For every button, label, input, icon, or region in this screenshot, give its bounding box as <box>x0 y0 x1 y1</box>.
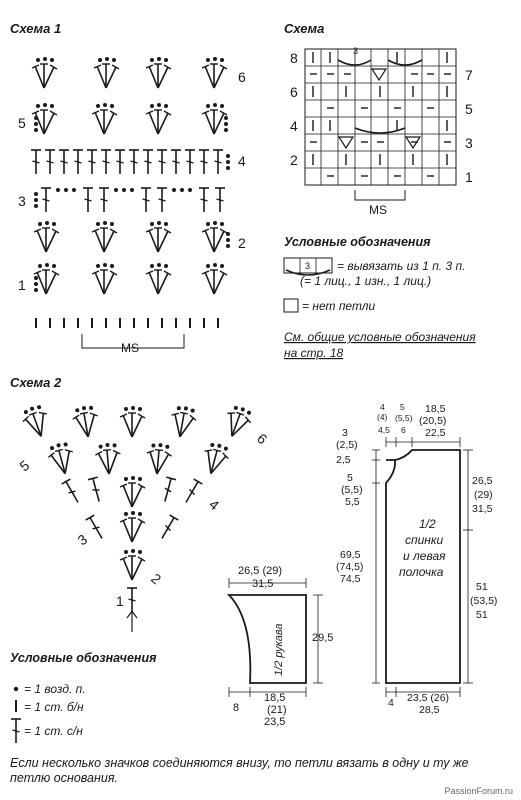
body-bottom-offset: 4 <box>388 697 394 709</box>
sleeve-bottom-width-mid: (21) <box>267 704 287 716</box>
body-dim: (74,5) <box>336 561 363 573</box>
scheme1-title: Схема 1 <box>10 21 61 36</box>
body-dim: 51 <box>476 581 488 593</box>
sleeve-bottom-width-large: 23,5 <box>264 716 285 728</box>
body-dim: (29) <box>474 489 493 501</box>
body-dim: (4) <box>377 412 388 422</box>
body-dim: 5 <box>347 472 353 484</box>
legend1-reference-page: на стр. 18 <box>284 346 343 360</box>
scheme1-row-label: 6 <box>238 69 246 85</box>
scheme2-row-label: 3 <box>75 531 91 549</box>
scheme1-row-label: 5 <box>18 115 26 131</box>
scheme1-chart <box>30 56 230 349</box>
sleeve-label: 1/2 рукава <box>273 623 285 676</box>
body-dim: 5,5 <box>345 496 360 508</box>
scheme1-row-label: 4 <box>238 153 246 169</box>
legend1-empty-cell <box>283 298 299 313</box>
scheme2-row-label: 4 <box>206 496 222 513</box>
grid-row-label: 7 <box>465 67 473 83</box>
body-dim: 4,5 <box>378 425 390 435</box>
body-pattern <box>372 437 473 697</box>
body-bottom-width: 23,5 (26) <box>407 692 449 704</box>
legend2-item1: = 1 возд. п. <box>24 682 86 696</box>
body-dim: 5 <box>400 402 405 412</box>
sleeve-pattern <box>226 578 323 697</box>
grid-row-label: 6 <box>290 84 298 100</box>
body-bottom-width-large: 28,5 <box>419 704 440 716</box>
scheme1-ms-label: MS <box>121 341 139 355</box>
footnote: Если несколько значков соединяются внизу… <box>10 756 469 785</box>
legend2-title: Условные обозначения <box>10 651 157 665</box>
scheme2-title: Схема 2 <box>10 375 62 390</box>
legend2-item3: = 1 ст. с/н <box>24 724 83 738</box>
body-dim: 31,5 <box>472 503 493 515</box>
body-label: 1/2 <box>419 517 436 531</box>
body-dim: 18,5 <box>425 403 446 415</box>
scheme1-row-label: 1 <box>18 277 26 293</box>
body-dim: 4 <box>380 402 385 412</box>
legend1-item1-text: = вывязать из 1 п. 3 п. <box>337 259 465 273</box>
scheme1-row-label: 3 <box>18 193 26 209</box>
legend1-symbol-3 <box>283 257 333 276</box>
grid-row-label: 8 <box>290 50 298 66</box>
double-crochet-icon <box>10 718 22 744</box>
body-dim: (53,5) <box>470 595 497 607</box>
grid-cell-number: 3 <box>353 46 358 56</box>
body-dim: 3 <box>342 427 348 439</box>
scheme2-chart <box>18 401 256 632</box>
legend1-title: Условные обозначения <box>284 235 431 249</box>
legend1-symbol-number: 3 <box>305 261 310 271</box>
scheme1-row-label: 2 <box>238 235 246 251</box>
legend1-reference: См. общие условные обозначения <box>284 330 476 344</box>
grid-row-label: 4 <box>290 118 298 134</box>
body-dim: 26,5 <box>472 475 493 487</box>
sleeve-cuff-offset: 8 <box>233 702 239 714</box>
body-dim: (2,5) <box>336 439 358 451</box>
scheme2-row-label: 5 <box>17 457 33 475</box>
grid-row-label: 3 <box>465 135 473 151</box>
body-label: и левая <box>403 549 446 563</box>
sleeve-height: 29,5 <box>312 632 333 644</box>
scheme2-row-label: 6 <box>254 430 270 447</box>
sleeve-top-width-large: 31,5 <box>252 578 273 590</box>
scheme-grid-title: Схема <box>284 21 324 36</box>
legend1-item1-subtext: (= 1 лиц., 1 изн., 1 лиц.) <box>300 274 431 288</box>
body-dim: 22,5 <box>425 427 446 439</box>
grid-row-label: 1 <box>465 169 473 185</box>
scheme-grid-ms-label: MS <box>369 203 387 217</box>
scheme2-row-label: 1 <box>116 593 124 609</box>
chain-stitch-icon <box>13 686 19 692</box>
body-label: полочка <box>399 565 444 579</box>
grid-row-label: 5 <box>465 101 473 117</box>
legend2-item2: = 1 ст. б/н <box>24 700 84 714</box>
body-dim: (20,5) <box>419 415 446 427</box>
scheme2-row-label: 2 <box>148 570 164 587</box>
grid-row-label: 2 <box>290 152 298 168</box>
body-dim: 51 <box>476 609 488 621</box>
sleeve-bottom-width: 18,5 <box>264 692 285 704</box>
watermark: PassionForum.ru <box>444 786 513 796</box>
body-dim: 2,5 <box>336 454 351 466</box>
knit-grid <box>304 48 457 201</box>
body-dim: 6 <box>401 425 406 435</box>
body-dim: (5,5) <box>341 484 363 496</box>
body-dim: (5,5) <box>395 413 413 423</box>
body-label: спинки <box>405 533 444 547</box>
body-dim: 74,5 <box>340 573 361 585</box>
sleeve-top-width: 26,5 (29) <box>238 565 282 577</box>
legend1-item2-text: = нет петли <box>302 299 375 313</box>
body-dim: 69,5 <box>340 549 361 561</box>
